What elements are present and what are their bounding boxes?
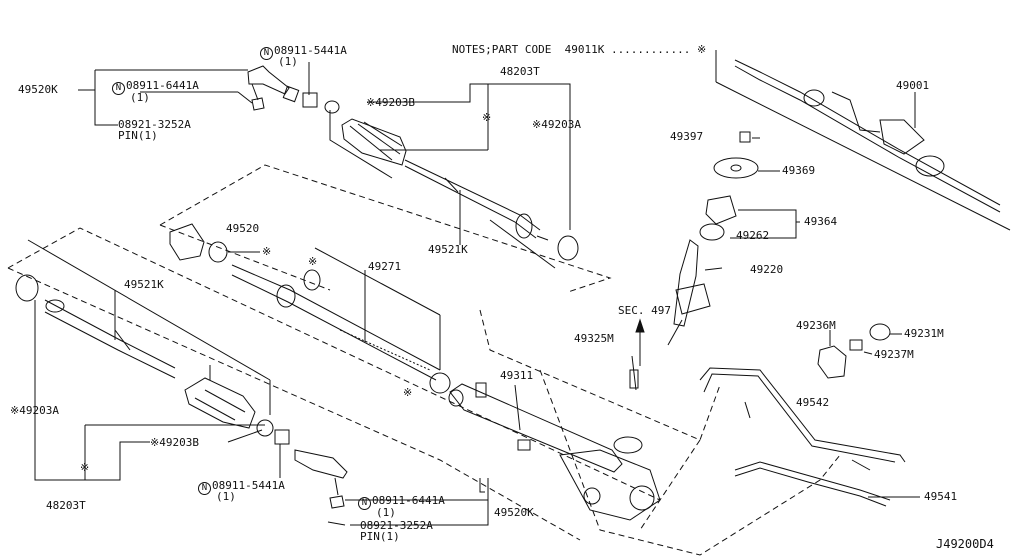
dashed-group-housing: [479, 309, 841, 556]
label-49262: 49262: [736, 229, 770, 242]
label-08921-3252A-bottom: 08921-3252A: [360, 519, 433, 532]
leaders-right-top: [730, 137, 800, 239]
label-08921-3252A-top: 08921-3252A: [118, 118, 191, 131]
notes-text: NOTES;PART CODE 49011K ............ ※: [452, 43, 707, 56]
n-circle-icon: N: [260, 47, 273, 60]
tie-rod-upper: [247, 65, 549, 241]
label-49542: 49542: [796, 396, 830, 409]
qty-label: (1): [216, 490, 236, 503]
label-48203T-left: 48203T: [46, 499, 86, 512]
label-49203B-left: ※49203B: [150, 436, 199, 449]
complete-rack-assembly: [715, 50, 1011, 231]
diagram-code: J49200D4: [936, 537, 994, 551]
qty-label: (1): [278, 55, 298, 68]
star-mark-top: ※: [482, 111, 492, 124]
pinion-assembly: [667, 131, 759, 346]
label-49521K-top: 49521K: [428, 243, 468, 256]
label-49520K-top: 49520K: [18, 83, 58, 96]
leaders-top-left: [78, 62, 571, 245]
bracket-parts: [817, 323, 902, 379]
label-49203A-top: ※49203A: [532, 118, 581, 131]
n-circle-icon: N: [358, 497, 371, 510]
sensor-bolt: [629, 318, 645, 391]
label-49231M: 49231M: [904, 327, 944, 340]
star-mark-49520: ※: [262, 245, 272, 258]
label-49001: 49001: [896, 79, 930, 92]
qty-label: (1): [376, 506, 396, 519]
label-49364: 49364: [804, 215, 838, 228]
dashed-group-left-boot: [7, 227, 661, 541]
label-pin-top: PIN(1): [118, 129, 158, 142]
label-48203T-top: 48203T: [500, 65, 540, 78]
rack-housing: [448, 382, 661, 521]
label-49369: 49369: [782, 164, 816, 177]
bushing-group: [169, 223, 260, 263]
n-circle-icon: N: [112, 82, 125, 95]
dashed-group-right-boot: [159, 164, 612, 293]
label-49325M: 49325M: [574, 332, 614, 345]
star-mark-left: ※: [80, 461, 90, 474]
label-49397: 49397: [670, 130, 704, 143]
label-49541: 49541: [924, 490, 958, 503]
tie-rod-lower: [15, 274, 348, 526]
label-49311: 49311: [500, 369, 534, 382]
qty-label: (1): [130, 91, 150, 104]
section-reference: SEC. 497: [618, 304, 671, 317]
label-49203A-left: ※49203A: [10, 404, 59, 417]
clamp-upper: [557, 235, 579, 261]
label-49203B-top: ※49203B: [366, 96, 415, 109]
label-49220: 49220: [750, 263, 784, 276]
n-circle-icon: N: [198, 482, 211, 495]
label-49271: 49271: [368, 260, 402, 273]
rack-bar: [231, 247, 451, 394]
label-pin-bottom: PIN(1): [360, 530, 400, 543]
label-49521K-left: 49521K: [124, 278, 164, 291]
label-49520: 49520: [226, 222, 260, 235]
hydraulic-lines: [699, 367, 920, 507]
label-49236M: 49236M: [796, 319, 836, 332]
star-mark-49271: ※: [308, 255, 318, 268]
label-49520K-bottom: 49520K: [494, 506, 534, 519]
star-mark-bushing: ※: [403, 386, 413, 399]
label-49237M: 49237M: [874, 348, 914, 361]
